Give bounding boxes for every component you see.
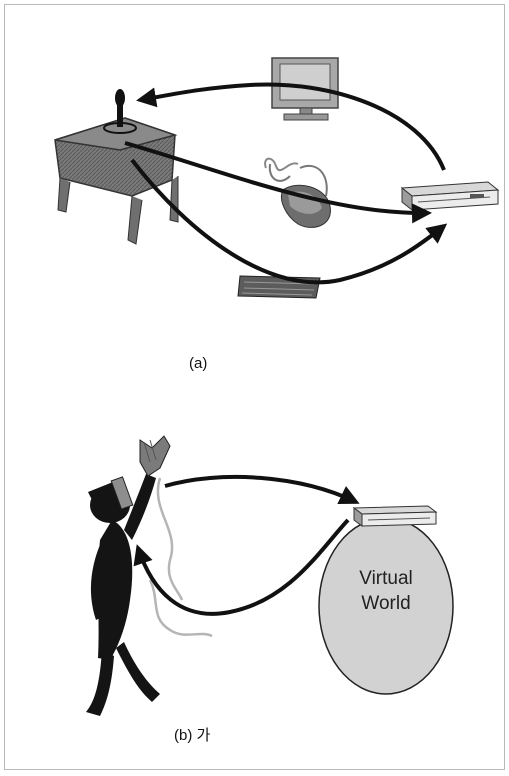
cable-from-body: [148, 579, 213, 638]
arrow-computer-to-joystick: [136, 82, 446, 171]
arrow-desk-to-computer: [124, 141, 432, 224]
caption-b: (b) 가: [174, 727, 211, 744]
cable-from-glove: [156, 477, 184, 601]
arrow-world-to-person: [133, 518, 350, 616]
virtual-world-label-line1: Virtual: [359, 568, 413, 589]
arrow-glove-to-computer: [164, 474, 360, 505]
desk-icon: [54, 117, 179, 245]
monitor-icon: [271, 57, 339, 121]
computer-icon: [400, 181, 500, 212]
arrow-desk-to-computer-lower: [130, 158, 448, 285]
computer-icon-b: [352, 505, 438, 527]
joystick-icon: [103, 89, 137, 134]
caption-a: (a): [189, 355, 208, 372]
virtual-world-label-line2: World: [361, 593, 411, 614]
person-icon: [86, 435, 171, 716]
keyboard-icon: [237, 275, 321, 299]
